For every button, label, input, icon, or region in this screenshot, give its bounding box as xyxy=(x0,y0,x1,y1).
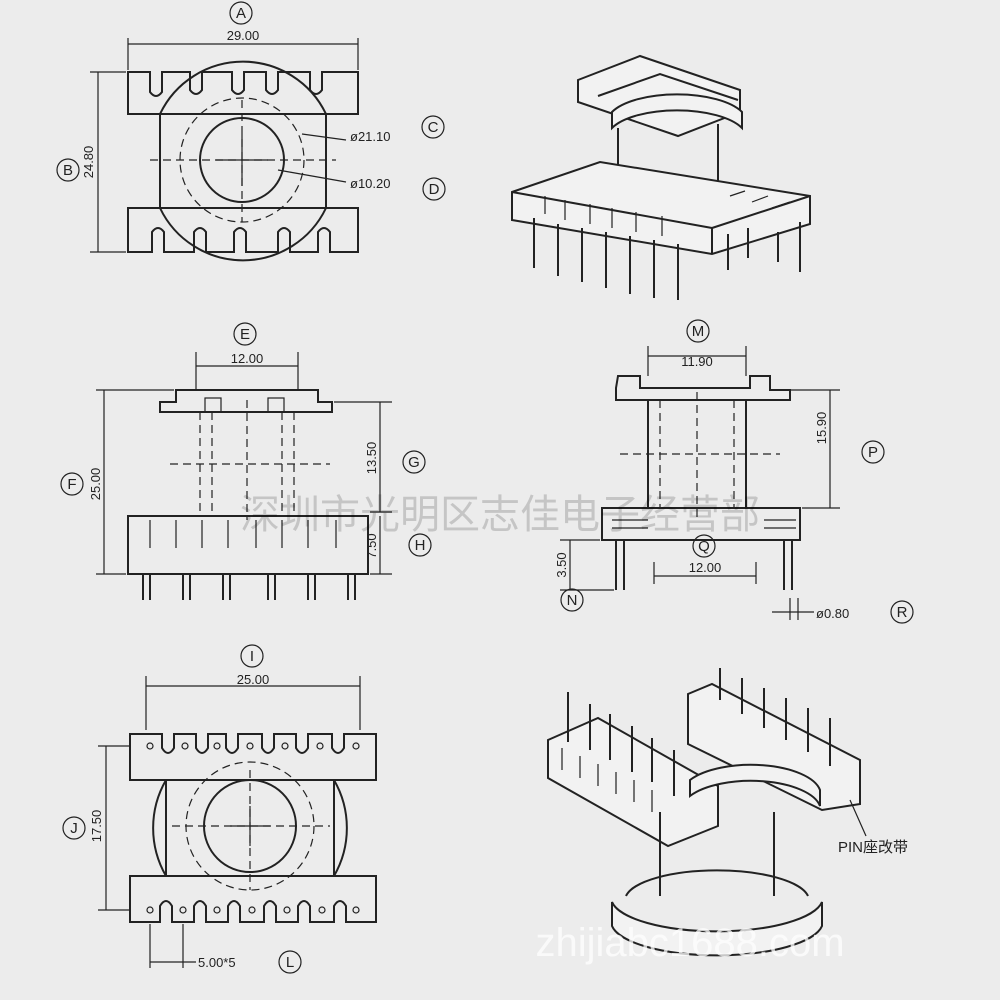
dim-D-value: ø10.20 xyxy=(350,176,390,191)
label-H: H xyxy=(415,537,426,554)
label-B: B xyxy=(63,162,73,179)
side-view: 11.90 M 15.90 P 3.50 N Q xyxy=(554,319,914,624)
dim-L-value: 5.00*5 xyxy=(198,955,236,970)
label-A: A xyxy=(236,5,246,22)
pin-note: PIN座改带 xyxy=(838,839,908,856)
label-P: P xyxy=(868,444,878,461)
watermark-bottom: zhijiabc1688.com xyxy=(535,921,844,965)
dim-C-value: ø21.10 xyxy=(350,129,390,144)
label-F: F xyxy=(67,476,76,493)
label-M: M xyxy=(692,323,705,340)
bottom-view: I 25.00 17.50 J xyxy=(62,644,377,974)
dim-P-value: 15.90 xyxy=(814,412,829,445)
dim-R-value: ø0.80 xyxy=(816,606,849,621)
dim-J-value: 17.50 xyxy=(89,810,104,843)
label-C: C xyxy=(428,119,439,136)
dim-F-value: 25.00 xyxy=(88,468,103,501)
dim-G-value: 13.50 xyxy=(364,442,379,475)
front-view: 12.00 E 25.00 F 13.50 G 7.50 xyxy=(60,322,432,600)
dim-N-value: 3.50 xyxy=(554,552,569,577)
label-G: G xyxy=(408,454,420,471)
label-R: R xyxy=(897,604,908,621)
dim-H-value: 7.50 xyxy=(364,533,379,558)
dim-Q-value: 12.00 xyxy=(689,560,722,575)
label-N: N xyxy=(567,592,578,609)
label-L: L xyxy=(286,954,294,971)
dim-M-value: 11.90 xyxy=(681,354,713,369)
watermark-center: 深圳市光明区志佳电子经营部 xyxy=(240,493,760,537)
dim-E-value: 12.00 xyxy=(231,351,264,366)
dim-A-value: 29.00 xyxy=(227,28,260,43)
top-view: 29.00 A 24.80 B ø21.10 C ø10.20 D xyxy=(56,1,446,262)
label-E: E xyxy=(240,326,250,343)
label-A-circle xyxy=(229,1,253,25)
isometric-view-top xyxy=(511,54,811,300)
isometric-view-bottom: PIN座改带 xyxy=(547,668,908,957)
dim-I-value: 25.00 xyxy=(237,672,270,687)
label-D: D xyxy=(429,181,440,198)
label-I: I xyxy=(250,648,254,665)
label-Q: Q xyxy=(698,538,710,555)
label-J: J xyxy=(70,820,78,837)
dim-B-value: 24.80 xyxy=(81,146,96,179)
